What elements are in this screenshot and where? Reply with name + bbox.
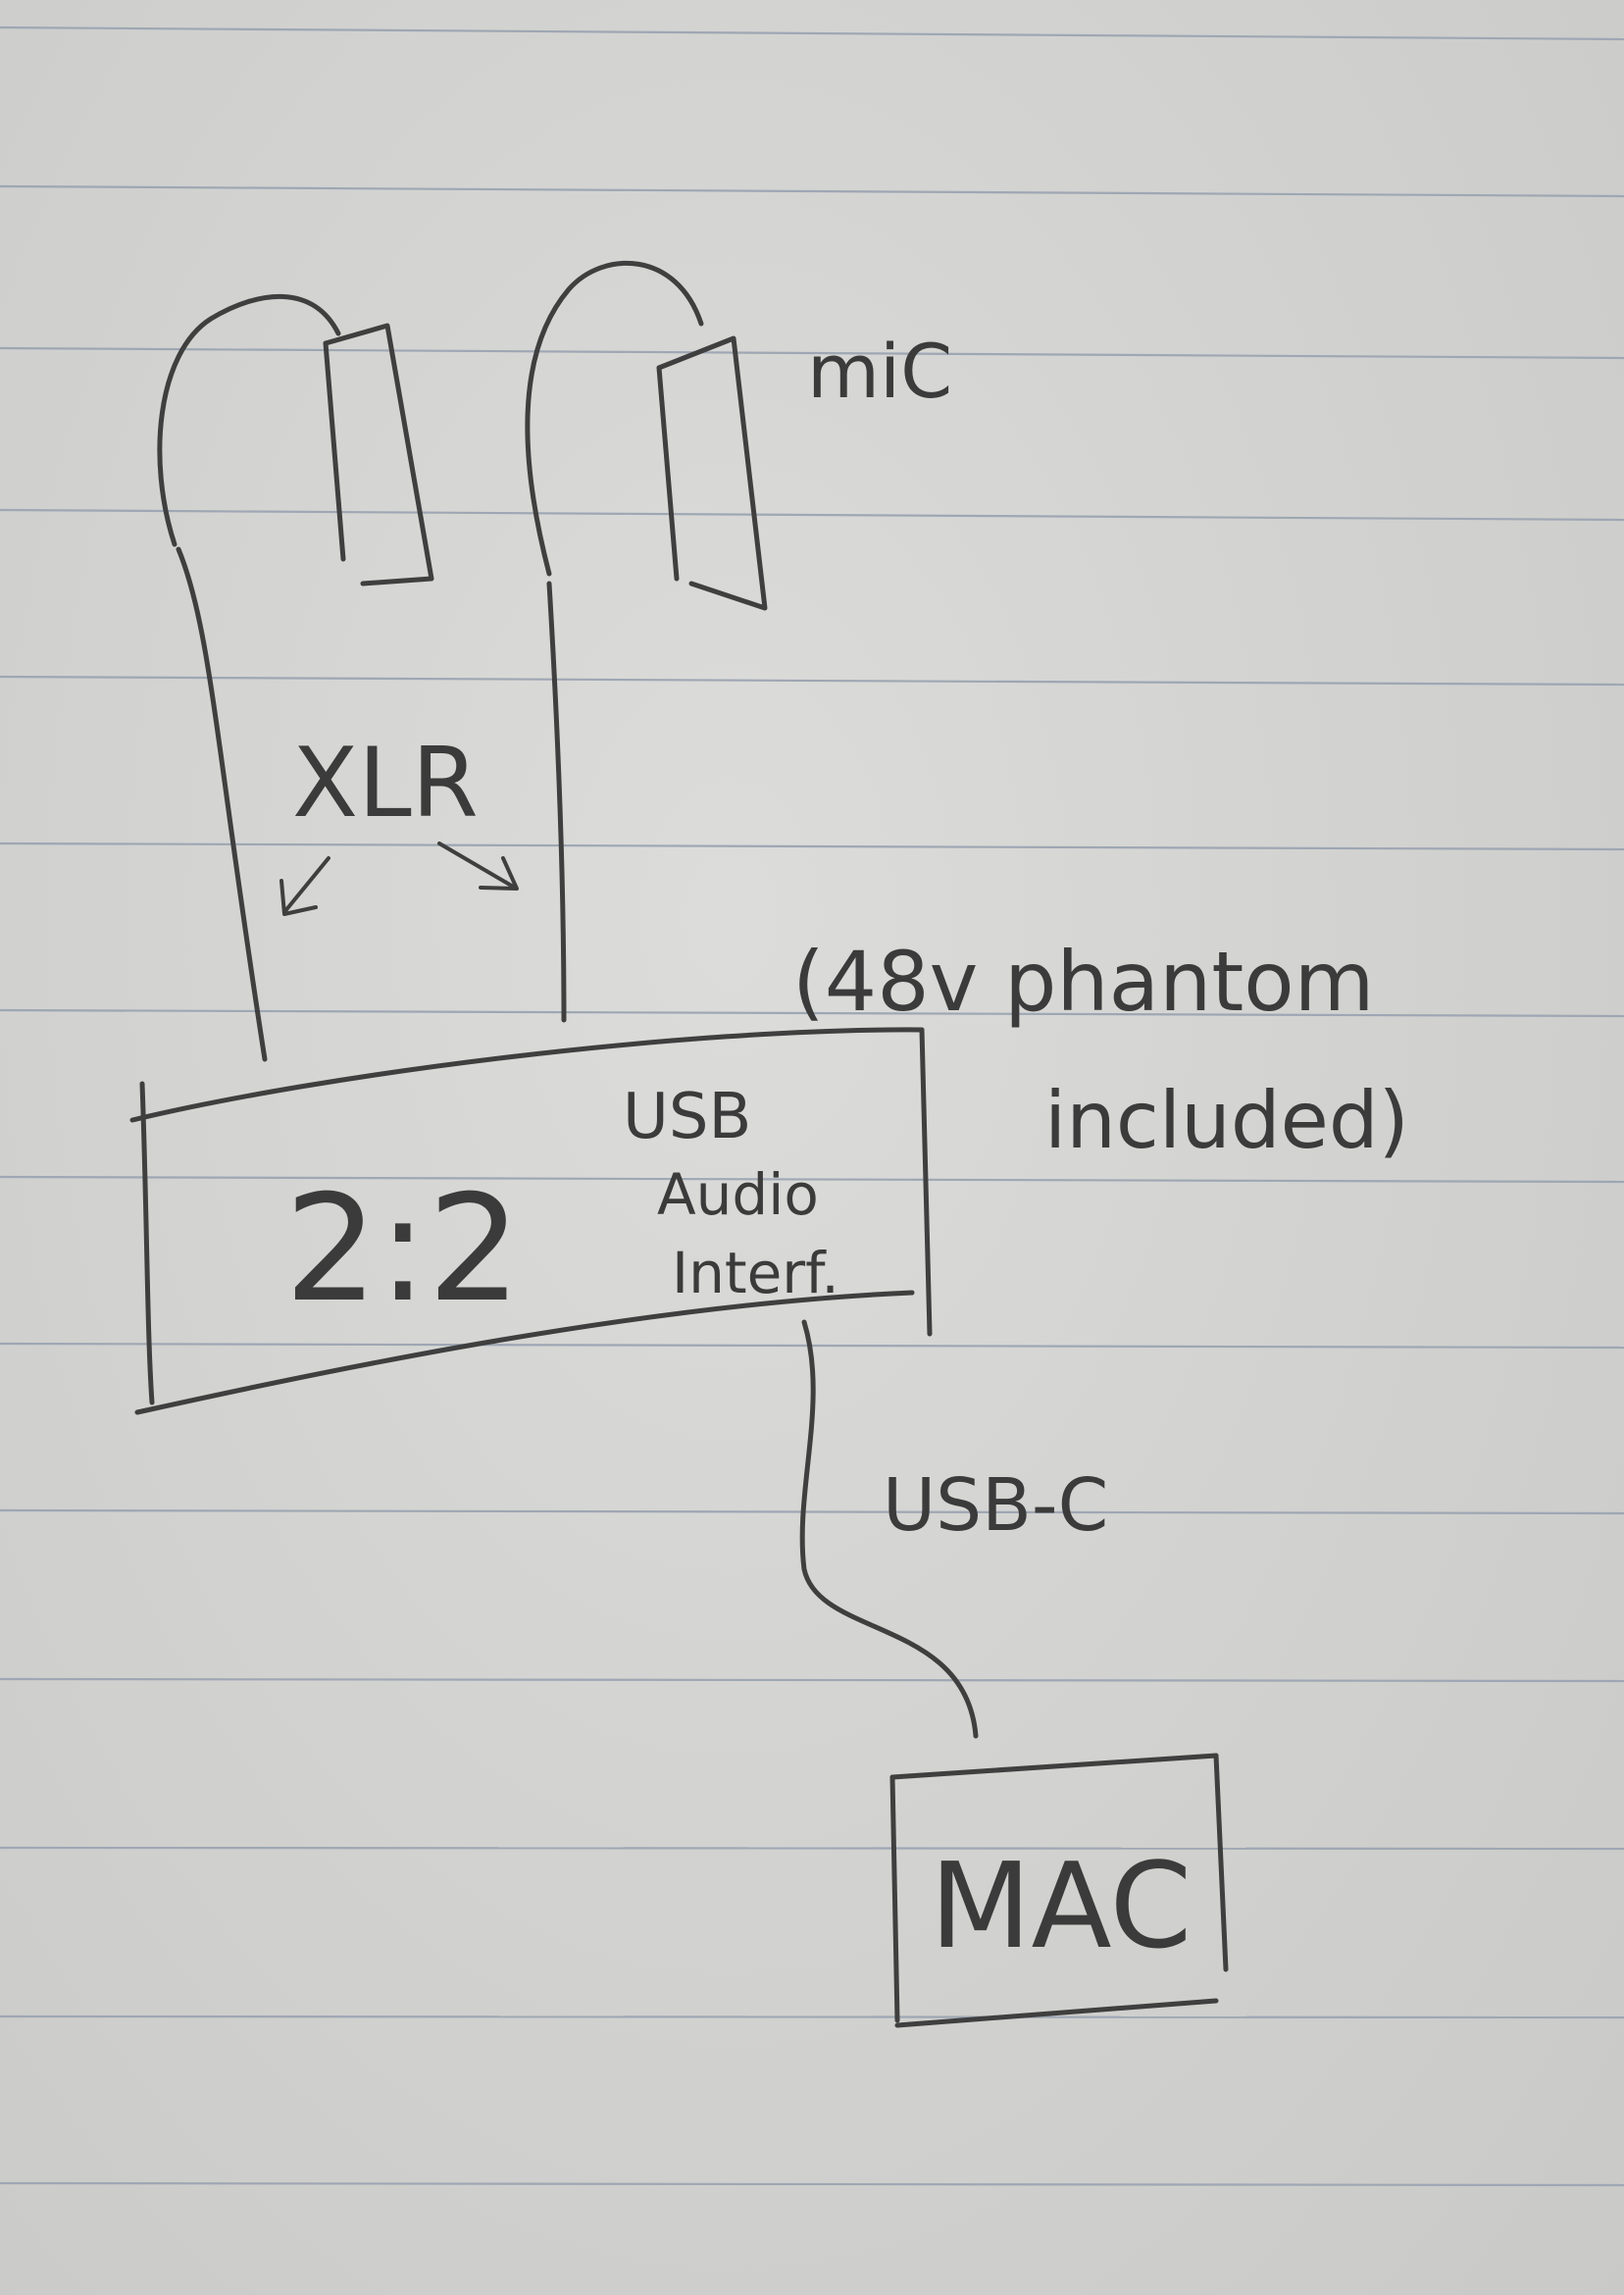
xlr-label: XLR [292, 728, 479, 840]
mic-label: miC [807, 328, 952, 415]
microphone-right [525, 260, 768, 611]
microphone-left [157, 294, 434, 586]
usb-audio-interface-box [129, 1027, 933, 1415]
xlr-cables [176, 546, 567, 1062]
usb-c-cable [799, 1319, 979, 1739]
interface-label-line3: Interf. [672, 1240, 839, 1306]
mac-box [889, 1753, 1229, 2028]
xlr-arrows [279, 842, 519, 916]
usb-c-label: USB-C [883, 1463, 1108, 1548]
mac-label: MAC [930, 1839, 1192, 1975]
phantom-label-line2: included) [1044, 1075, 1409, 1166]
ruled-lines [0, 26, 1624, 2187]
phantom-label-line1: (48v phantom [792, 934, 1375, 1030]
interface-ratio-label: 2:2 [284, 1164, 521, 1335]
interface-label-line1: USB [623, 1081, 751, 1153]
interface-label-line2: Audio [657, 1161, 819, 1228]
